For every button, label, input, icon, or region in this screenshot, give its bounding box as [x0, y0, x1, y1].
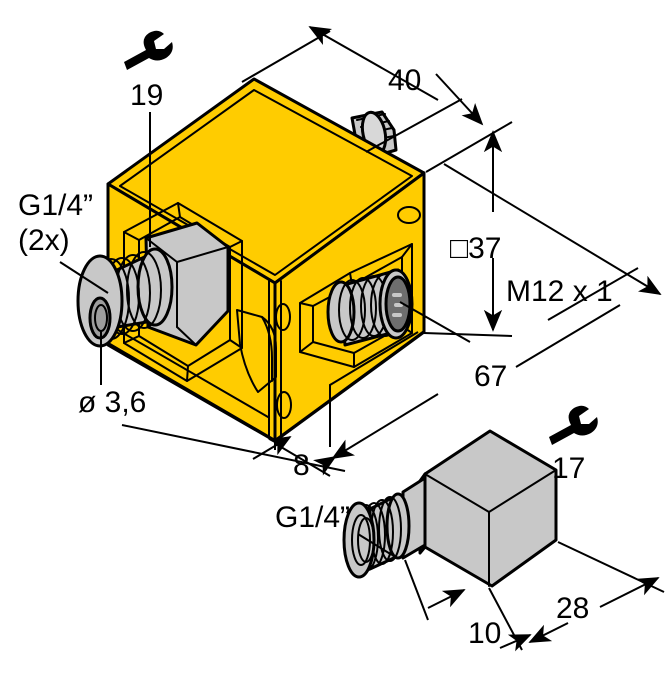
g14-2x-line1: G1/4” — [18, 189, 93, 222]
sensor-body-assembly — [76, 77, 426, 443]
g14-adapter-fitting — [342, 429, 558, 588]
dim-10-label: 10 — [468, 617, 501, 650]
left-port-recess — [123, 202, 243, 382]
m12x1-label: M12 x 1 — [506, 275, 613, 308]
bore-36-label: ø 3,6 — [78, 386, 146, 419]
wrench-icon — [549, 405, 598, 445]
dim-8-label: 8 — [293, 449, 310, 482]
body-left-bottom-edge — [117, 329, 269, 418]
m12-connector — [326, 268, 414, 347]
body-front-edge — [268, 280, 282, 439]
mounting-slot-right — [397, 206, 421, 224]
body-corner-scoop — [236, 309, 277, 393]
annotation-dim-37: □37 — [423, 121, 513, 337]
wrench-icon — [124, 30, 173, 70]
wrench-19-label: 19 — [130, 79, 163, 112]
body-top-bevel — [119, 89, 413, 276]
wrench-17-label: 17 — [552, 452, 585, 485]
left-g14-port — [76, 221, 230, 348]
annotation-wrench-19: 19 — [124, 30, 173, 247]
annotation-dim-40: 40 — [241, 26, 484, 153]
annotation-bore-36: ø 3,6 — [78, 330, 146, 419]
annotation-dim-28: 28 — [528, 541, 665, 643]
annotation-wrench-17: 17 — [549, 405, 598, 485]
g14-adapter-label: G1/4” — [275, 501, 350, 534]
annotation-dim-10: 10 — [404, 559, 532, 652]
mounting-slot-upper — [275, 303, 291, 331]
m12-pins — [392, 293, 403, 317]
dim-37-label: □37 — [450, 232, 502, 265]
annotation-thread-g14-2x: G1/4” (2x) — [18, 189, 109, 294]
dim-40-label: 40 — [388, 64, 421, 97]
dim-67-label: 67 — [474, 360, 507, 393]
mounting-slot-lower — [276, 391, 292, 419]
annotation-thread-g14-adapter: G1/4” — [275, 501, 393, 556]
annotation-dim-8: 8 — [121, 424, 346, 482]
annotation-m12x1: M12 x 1 — [399, 163, 662, 343]
g14-2x-line2: (2x) — [18, 224, 70, 257]
annotation-dim-67: 67 — [329, 267, 639, 459]
dim-28-label: 28 — [556, 592, 589, 625]
